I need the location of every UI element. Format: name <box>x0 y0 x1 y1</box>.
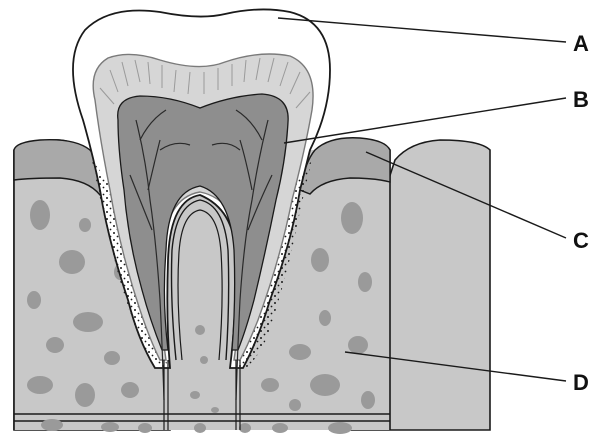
label-c: C <box>573 230 589 252</box>
label-d: D <box>573 372 589 394</box>
label-a: A <box>573 33 589 55</box>
label-b: B <box>573 89 589 111</box>
